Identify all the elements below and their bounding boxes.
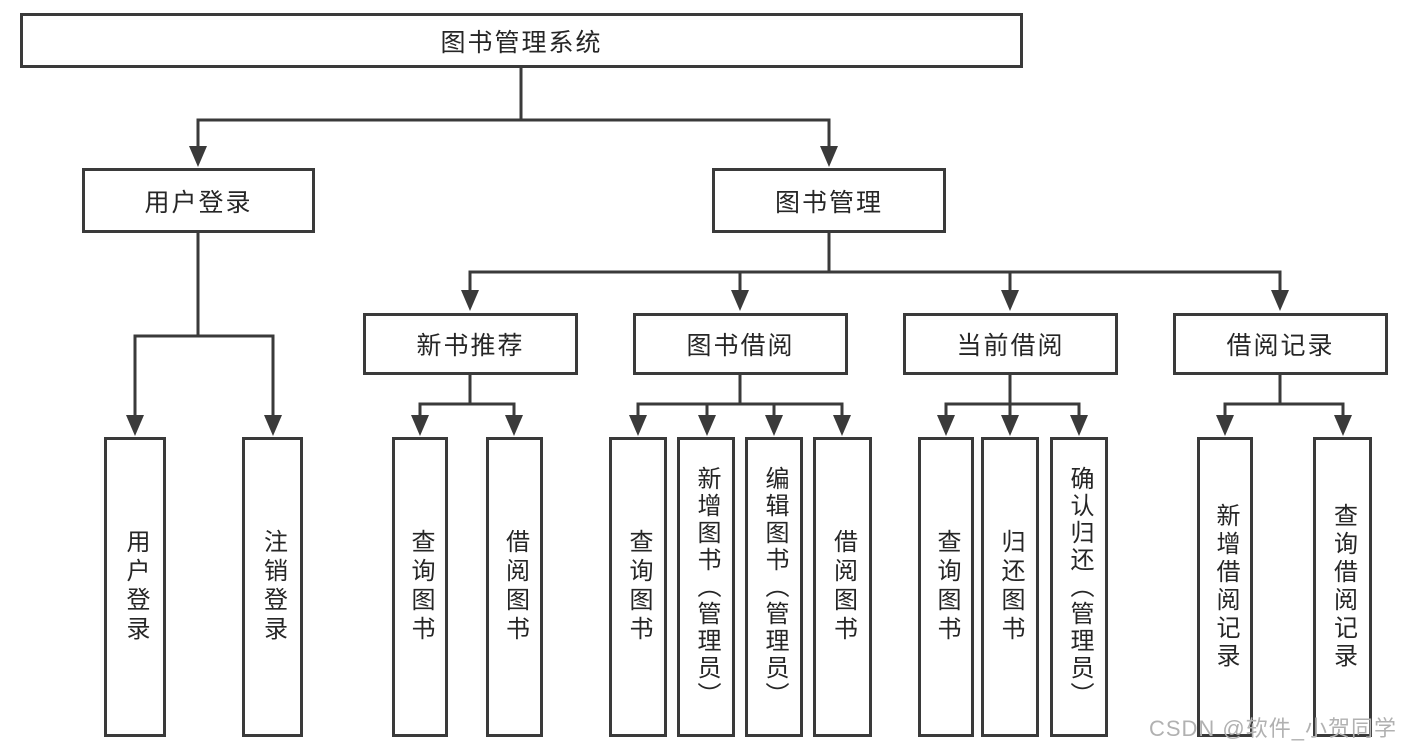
node-leaf-logout: 注销登录 [242,437,303,737]
node-leaf-user-login: 用户登录 [104,437,166,737]
node-leaf-query-books-2: 查询图书 [609,437,667,737]
node-user-login: 用户登录 [82,168,315,233]
node-leaf-borrow-books-2: 借阅图书 [813,437,872,737]
node-leaf-add-books-admin: 新增图书（管理员） [677,437,735,737]
node-leaf-confirm-return-admin: 确认归还（管理员） [1050,437,1108,737]
node-leaf-edit-books-admin: 编辑图书（管理员） [745,437,803,737]
node-leaf-add-borrow-record: 新增借阅记录 [1197,437,1253,737]
node-leaf-borrow-books-1: 借阅图书 [486,437,543,737]
node-new-book-recommend: 新书推荐 [363,313,578,375]
node-library-management-system: 图书管理系统 [20,13,1023,68]
node-book-borrow: 图书借阅 [633,313,848,375]
node-book-management: 图书管理 [712,168,946,233]
csdn-watermark: CSDN @软件_小贺同学 [1148,716,1397,741]
node-leaf-query-borrow-record: 查询借阅记录 [1313,437,1372,737]
node-leaf-return-books: 归还图书 [981,437,1039,737]
arrowhead-icons [126,146,1352,436]
node-leaf-query-books-1: 查询图书 [392,437,448,737]
node-leaf-query-books-3: 查询图书 [918,437,974,737]
node-borrow-records: 借阅记录 [1173,313,1388,375]
node-current-borrow: 当前借阅 [903,313,1118,375]
